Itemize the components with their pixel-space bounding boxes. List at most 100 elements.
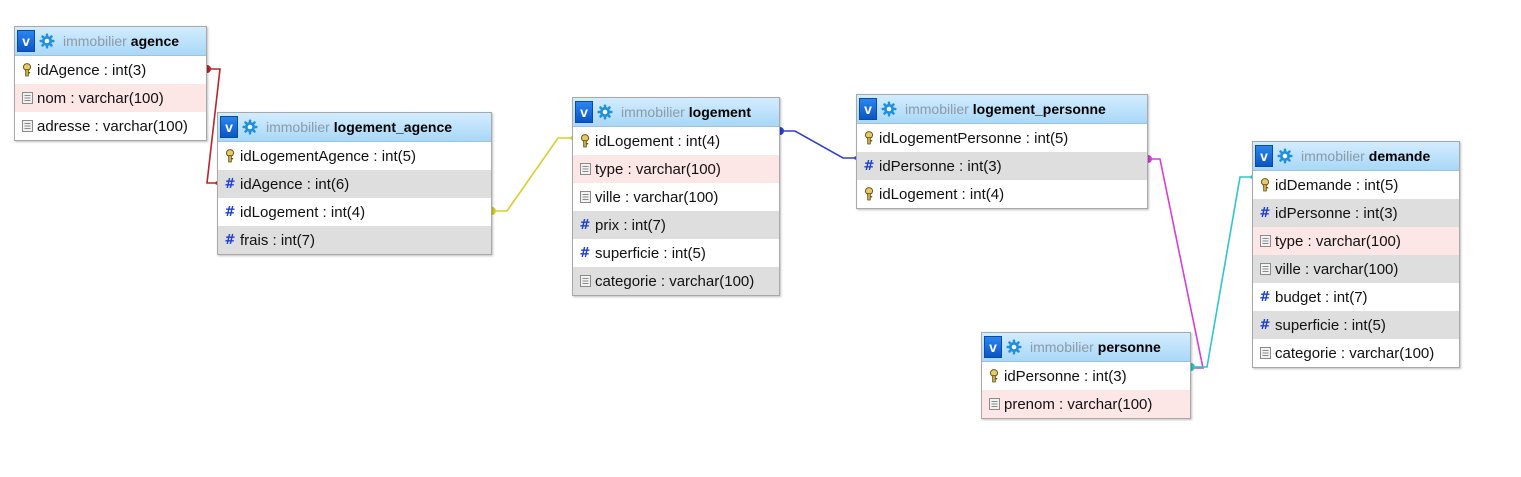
column-row[interactable]: #idPersonne : int(3) (857, 152, 1147, 180)
column-row[interactable]: #idLogement : int(4) (218, 198, 491, 226)
column-label: type : varchar(100) (595, 160, 721, 178)
gear-icon[interactable] (242, 118, 260, 136)
column-label: idLogementAgence : int(5) (240, 147, 416, 165)
column-row[interactable]: adresse : varchar(100) (15, 112, 206, 140)
database-name: immobilier (63, 33, 127, 49)
gear-icon[interactable] (39, 32, 57, 50)
key-icon (19, 63, 35, 77)
gear-icon[interactable] (1006, 338, 1024, 356)
column-label: ville : varchar(100) (1275, 260, 1399, 278)
column-label: adresse : varchar(100) (37, 117, 188, 135)
key-icon (222, 149, 238, 163)
column-row[interactable]: idLogement : int(4) (573, 127, 779, 155)
column-label: superficie : int(5) (1275, 316, 1386, 334)
collapse-toggle-button[interactable]: v (1255, 145, 1273, 167)
text-column-icon (1257, 347, 1273, 359)
column-row[interactable]: #superficie : int(5) (1253, 311, 1459, 339)
text-column-icon (577, 191, 593, 203)
column-row[interactable]: idLogementAgence : int(5) (218, 142, 491, 170)
table-name: personne (1097, 339, 1161, 355)
text-column-icon (577, 275, 593, 287)
column-label: idPersonne : int(3) (879, 157, 1002, 175)
column-label: idLogement : int(4) (240, 203, 366, 221)
column-label: idAgence : int(3) (37, 61, 147, 79)
table-name: logement (688, 104, 752, 120)
number-column-icon: # (579, 245, 591, 261)
column-label: idLogement : int(4) (879, 185, 1005, 203)
column-row[interactable]: #frais : int(7) (218, 226, 491, 254)
column-row[interactable]: ville : varchar(100) (1253, 255, 1459, 283)
column-label: ville : varchar(100) (595, 188, 719, 206)
column-row[interactable]: type : varchar(100) (1253, 227, 1459, 255)
number-column-icon: # (224, 176, 236, 192)
column-label: categorie : varchar(100) (1275, 344, 1435, 362)
column-row[interactable]: nom : varchar(100) (15, 84, 206, 112)
text-column-icon (986, 398, 1002, 410)
database-name: immobilier (905, 101, 969, 117)
table-name: demande (1368, 148, 1431, 164)
relation-line (780, 130, 856, 159)
column-label: prenom : varchar(100) (1004, 395, 1153, 413)
column-row[interactable]: type : varchar(100) (573, 155, 779, 183)
relation-line (1191, 176, 1252, 368)
collapse-toggle-button[interactable]: v (859, 98, 877, 120)
text-column-icon (19, 120, 35, 132)
number-column-icon: # (224, 232, 236, 248)
column-row[interactable]: ville : varchar(100) (573, 183, 779, 211)
column-row[interactable]: prenom : varchar(100) (982, 390, 1190, 418)
collapse-toggle-button[interactable]: v (984, 336, 1002, 358)
column-label: nom : varchar(100) (37, 89, 164, 107)
collapse-toggle-button[interactable]: v (575, 101, 593, 123)
collapse-toggle-button[interactable]: v (17, 30, 35, 52)
column-row[interactable]: idDemande : int(5) (1253, 171, 1459, 199)
column-row[interactable]: idPersonne : int(3) (982, 362, 1190, 390)
column-row[interactable]: idLogementPersonne : int(5) (857, 124, 1147, 152)
gear-icon[interactable] (597, 103, 615, 121)
text-column-icon (1257, 263, 1273, 275)
number-column-icon: # (1259, 205, 1271, 221)
number-column-icon: # (224, 204, 236, 220)
column-label: idPersonne : int(3) (1004, 367, 1127, 385)
column-label: idLogement : int(4) (595, 132, 721, 150)
number-column-icon: # (579, 217, 591, 233)
column-row[interactable]: #idPersonne : int(3) (1253, 199, 1459, 227)
table-name: logement_personne (972, 101, 1106, 117)
key-icon (577, 134, 593, 148)
key-icon (861, 187, 877, 201)
column-row[interactable]: categorie : varchar(100) (573, 267, 779, 295)
column-row[interactable]: #prix : int(7) (573, 211, 779, 239)
column-label: budget : int(7) (1275, 288, 1368, 306)
column-label: superficie : int(5) (595, 244, 706, 262)
number-column-icon: # (1259, 317, 1271, 333)
text-column-icon (1257, 235, 1273, 247)
column-row[interactable]: #superficie : int(5) (573, 239, 779, 267)
text-column-icon (577, 163, 593, 175)
column-row[interactable]: idAgence : int(3) (15, 56, 206, 84)
column-label: type : varchar(100) (1275, 232, 1401, 250)
column-row[interactable]: #idAgence : int(6) (218, 170, 491, 198)
column-label: idAgence : int(6) (240, 175, 350, 193)
column-label: idLogementPersonne : int(5) (879, 129, 1069, 147)
key-icon (861, 131, 877, 145)
table-name: logement_agence (333, 119, 453, 135)
column-row[interactable]: categorie : varchar(100) (1253, 339, 1459, 367)
number-column-icon: # (863, 158, 875, 174)
collapse-toggle-button[interactable]: v (220, 116, 238, 138)
gear-icon[interactable] (1277, 147, 1295, 165)
key-icon (986, 369, 1002, 383)
column-row[interactable]: #budget : int(7) (1253, 283, 1459, 311)
column-row[interactable]: idLogement : int(4) (857, 180, 1147, 208)
gear-icon[interactable] (881, 100, 899, 118)
